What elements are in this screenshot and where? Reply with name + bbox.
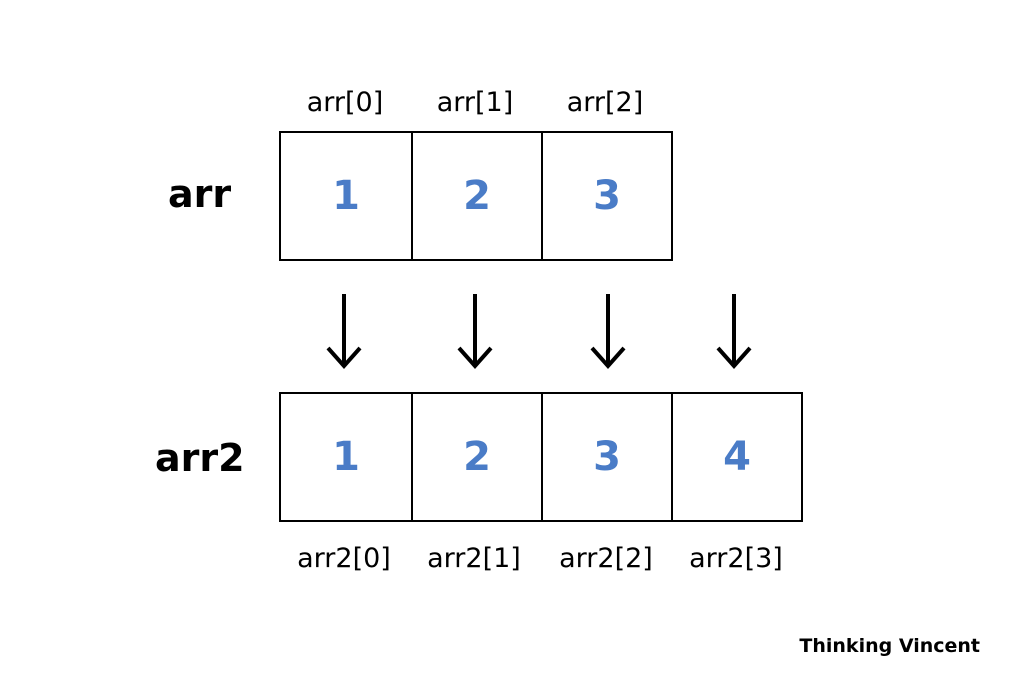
arr2-cell-2: 3: [541, 394, 671, 520]
arr-cell-1: 2: [411, 133, 541, 259]
down-arrow-icon: [326, 294, 362, 370]
arr2-cell-1: 2: [411, 394, 541, 520]
arr2-cell-0: 1: [332, 434, 360, 480]
arr-index-1: arr[1]: [436, 87, 514, 118]
arr-index-2: arr[2]: [566, 87, 644, 118]
arr-name-label: arr: [168, 172, 232, 216]
down-arrow-icon: [716, 294, 752, 370]
arr2-name-label: arr2: [155, 436, 245, 480]
arr2-index-1: arr2[1]: [427, 543, 521, 574]
down-arrow-icon: [457, 294, 493, 370]
arr-cell-2: 3: [541, 133, 671, 259]
arr2-cell-3: 4: [671, 394, 801, 520]
arr2-index-0: arr2[0]: [297, 543, 391, 574]
arr-cells: 1 2 3: [279, 131, 673, 261]
arr2-cells: 1 2 3 4: [279, 392, 803, 522]
down-arrow-icon: [590, 294, 626, 370]
arr2-index-2: arr2[2]: [559, 543, 653, 574]
arr-cell-0: 1: [332, 173, 360, 219]
watermark-text: Thinking Vincent: [799, 635, 980, 657]
arr2-index-3: arr2[3]: [689, 543, 783, 574]
arr-index-0: arr[0]: [306, 87, 384, 118]
